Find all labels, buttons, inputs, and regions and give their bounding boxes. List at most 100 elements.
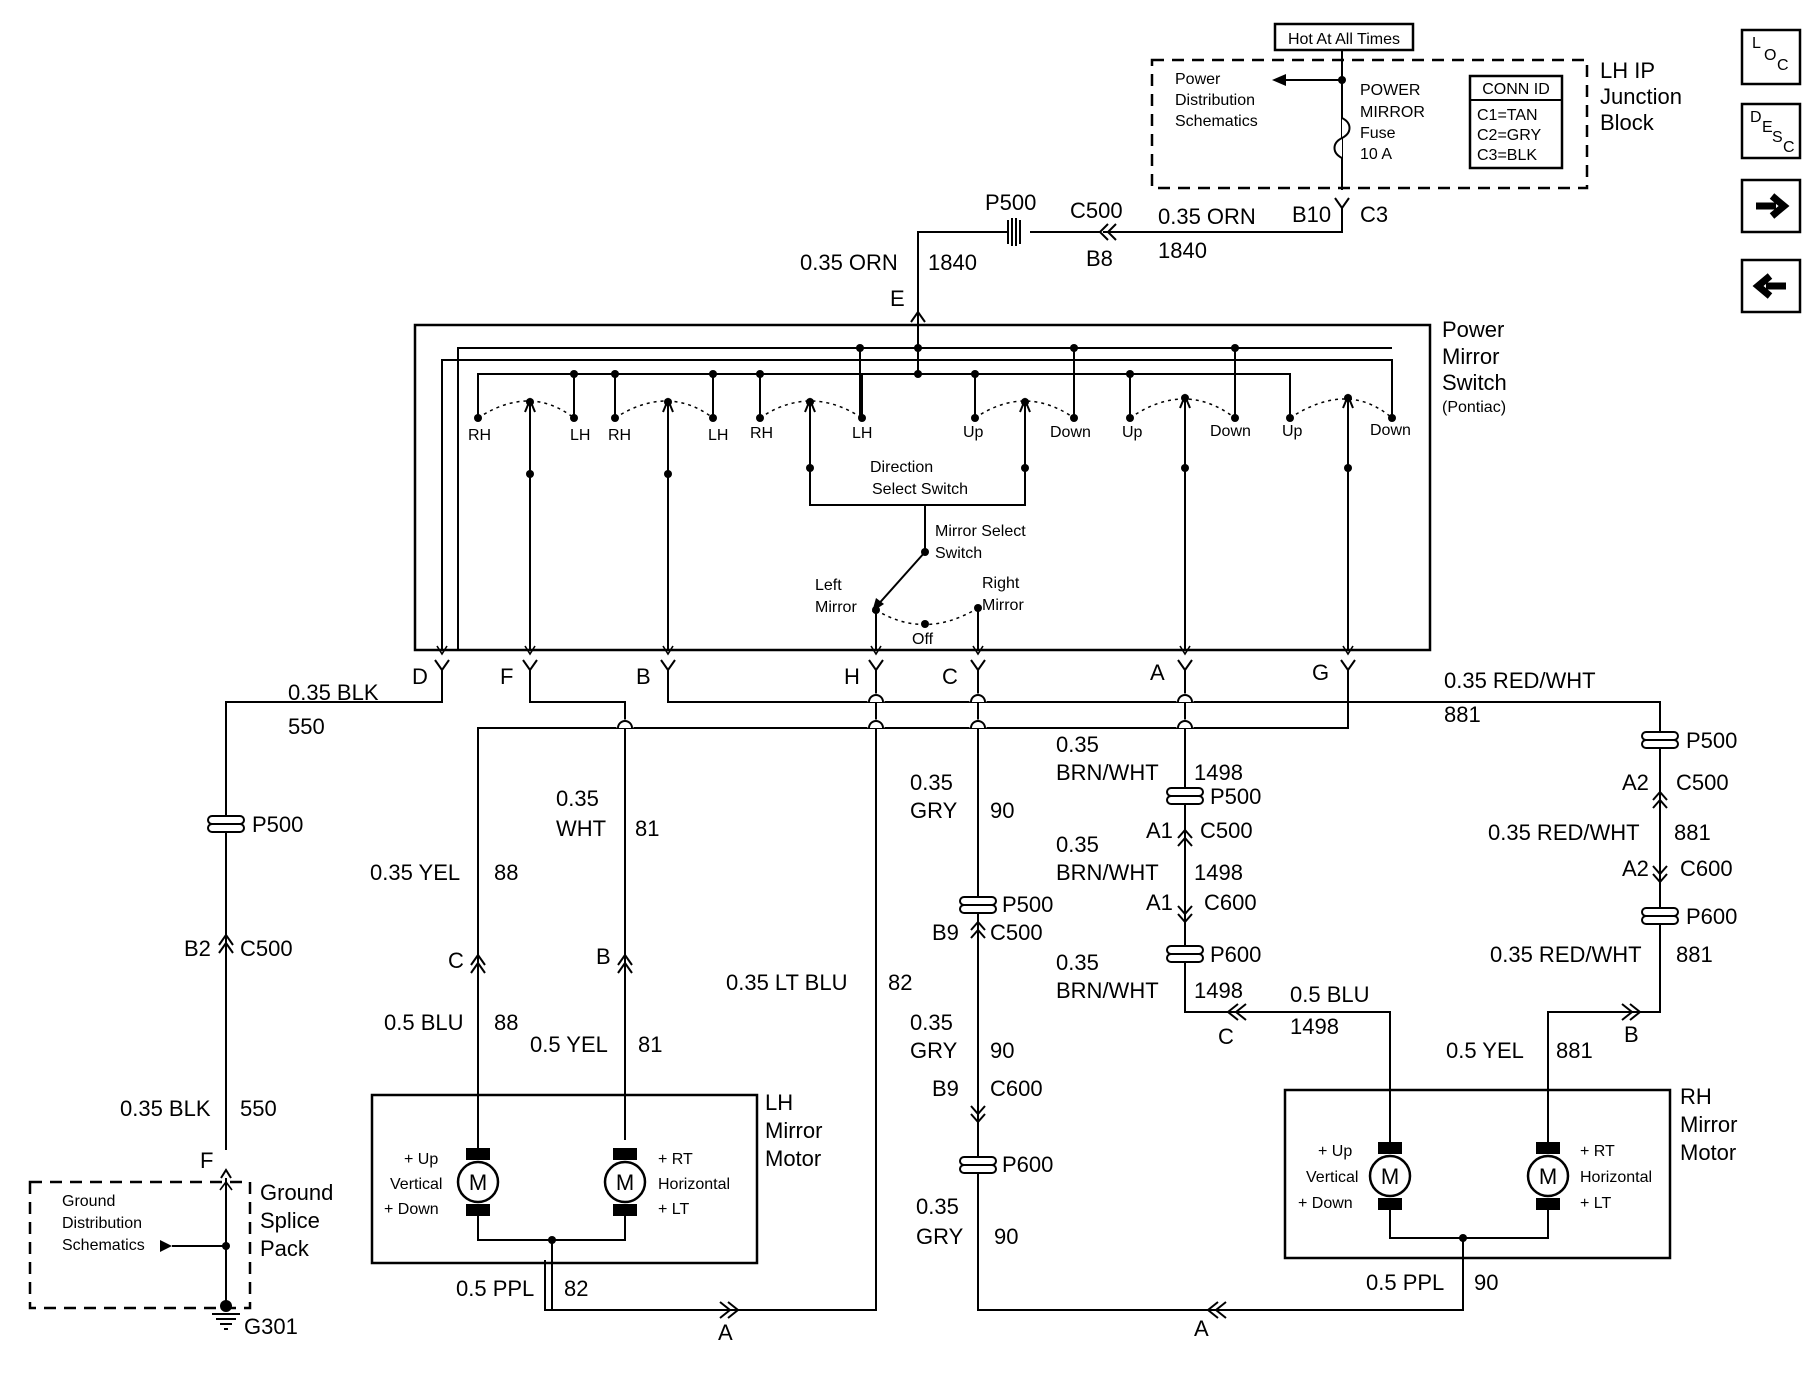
b9-top-label: B9 <box>932 920 959 945</box>
b9-bot-label: B9 <box>932 1076 959 1101</box>
conn-id-box <box>1468 74 1564 170</box>
pin-a-label: A <box>1150 660 1165 685</box>
a2-top-label: A2 <box>1622 770 1649 795</box>
direction-select-switch-label: Direction Select Switch <box>870 459 968 498</box>
a-lh-connector-icon <box>719 1301 740 1319</box>
svg-text:Mirror: Mirror <box>765 1118 822 1143</box>
forward-button[interactable] <box>1740 178 1802 234</box>
p600-brn-label: P600 <box>1210 942 1261 967</box>
ground-distribution-schematics-text: Ground Distribution Schematics <box>62 1193 145 1254</box>
svg-text:BRN/WHT: BRN/WHT <box>1056 760 1159 785</box>
svg-text:Schematics: Schematics <box>1175 113 1258 130</box>
pin-c-lh-label: C <box>448 948 464 973</box>
b8-label: B8 <box>1086 246 1113 271</box>
wire-brn-label-2: 0.35 BRN/WHT <box>1056 832 1159 885</box>
wire-881-label-c: 881 <box>1676 942 1713 967</box>
svg-text:Horizontal: Horizontal <box>1580 1169 1652 1186</box>
wire-81-label-a: 81 <box>635 816 659 841</box>
svg-text:Block: Block <box>1600 110 1655 135</box>
p500-red-label: P500 <box>1686 728 1737 753</box>
wire-blk-label-bot: 0.35 BLK <box>120 1096 211 1121</box>
pin-f-gsp-label: F <box>200 1148 213 1173</box>
svg-text:LH: LH <box>570 427 590 444</box>
svg-text:RH: RH <box>468 427 491 444</box>
fuse-icon <box>1333 117 1351 159</box>
svg-text:Mirror: Mirror <box>815 599 857 616</box>
back-button[interactable] <box>1740 258 1802 314</box>
c500-brn-label: C500 <box>1200 818 1253 843</box>
loc-button[interactable]: L O C <box>1740 28 1802 86</box>
pin-h-label: H <box>844 664 860 689</box>
svg-text:Down: Down <box>1210 423 1251 440</box>
svg-text:+ Down: + Down <box>384 1201 439 1218</box>
a-rh-connector-icon <box>1206 1301 1227 1319</box>
a1-top-label: A1 <box>1146 818 1173 843</box>
wire-ltblu-label: 0.35 LT BLU <box>726 970 847 995</box>
svg-text:MIRROR: MIRROR <box>1360 104 1425 121</box>
svg-text:C: C <box>1783 139 1795 156</box>
c500-gry-connector-icon <box>970 920 986 939</box>
c500-top-label: C500 <box>1070 198 1123 223</box>
ground-node-dot <box>220 1300 232 1312</box>
splice-dot <box>1338 76 1346 84</box>
motor-icon <box>1526 1154 1570 1198</box>
wire-blu-label-lh: 0.5 BLU <box>384 1010 464 1035</box>
svg-text:GRY: GRY <box>910 798 958 823</box>
motor-icon <box>603 1160 647 1204</box>
svg-text:Up: Up <box>1122 424 1143 441</box>
svg-text:Direction: Direction <box>870 459 933 476</box>
c3-connector-icon <box>1334 197 1350 210</box>
svg-text:Schematics: Schematics <box>62 1237 145 1254</box>
conn-id-title: CONN ID <box>1482 81 1550 98</box>
svg-text:+ Up: + Up <box>404 1151 438 1168</box>
lh-ip-junction-block-title: LH IP Junction Block <box>1600 58 1682 135</box>
pin-b-rh-label: B <box>1624 1022 1639 1047</box>
power-mirror-fuse-text: POWER MIRROR Fuse 10 A <box>1360 82 1425 163</box>
svg-text:Junction: Junction <box>1600 84 1682 109</box>
motor-icon <box>456 1160 500 1204</box>
svg-text:Mirror: Mirror <box>1680 1112 1737 1137</box>
pin-d-label: D <box>412 664 428 689</box>
svg-text:LH IP: LH IP <box>1600 58 1655 83</box>
p500-left-icon <box>207 815 245 833</box>
c600-brn-label: C600 <box>1204 890 1257 915</box>
c3-label: C3 <box>1360 202 1388 227</box>
wire-gry-label-1: 0.35 GRY <box>910 770 958 823</box>
wire-redwht-label-mid: 0.35 RED/WHT <box>1488 820 1640 845</box>
svg-text:0.35: 0.35 <box>556 786 599 811</box>
svg-text:M: M <box>1381 1164 1399 1189</box>
svg-text:GRY: GRY <box>910 1038 958 1063</box>
svg-text:+ Up: + Up <box>1318 1143 1352 1160</box>
rh-vertical-motor: M <box>1368 1120 1549 1239</box>
c600-red-connector-icon <box>1652 865 1668 884</box>
c500-left-connector-icon <box>218 933 234 954</box>
svg-text:Switch: Switch <box>935 545 982 562</box>
svg-text:L: L <box>1752 35 1761 52</box>
svg-text:O: O <box>1764 47 1776 64</box>
p500-left-label: P500 <box>252 812 303 837</box>
svg-text:GRY: GRY <box>916 1224 964 1249</box>
svg-text:RH: RH <box>750 425 773 442</box>
rh-horizontal-motor: M <box>1526 1130 1570 1210</box>
svg-text:Switch: Switch <box>1442 370 1507 395</box>
desc-button[interactable]: D E S C <box>1740 102 1802 160</box>
c-rh-connector-icon <box>1226 1003 1247 1021</box>
c500-left-label: C500 <box>240 936 293 961</box>
right-mirror-label: Right Mirror <box>982 575 1024 614</box>
lh-mirror-motor-title: LH Mirror Motor <box>765 1090 822 1171</box>
c500-gry-label: C500 <box>990 920 1043 945</box>
svg-text:D: D <box>1750 109 1762 126</box>
wire-yel-label-rh: 0.5 YEL <box>1446 1038 1524 1063</box>
a2-bot-label: A2 <box>1622 856 1649 881</box>
pin-g-label: G <box>1312 660 1329 685</box>
ground-splice-pack-title: Ground Splice Pack <box>260 1180 333 1261</box>
svg-text:0.35: 0.35 <box>910 770 953 795</box>
svg-text:M: M <box>616 1170 634 1195</box>
wire-88-label-a: 88 <box>494 860 518 885</box>
rh-mirror-motor-outline <box>1283 1088 1672 1260</box>
rh-vertical-text: + Up Vertical + Down <box>1298 1143 1358 1212</box>
svg-text:RH: RH <box>608 427 631 444</box>
rh-mirror-motor-title: RH Mirror Motor <box>1680 1084 1737 1165</box>
rh-motor-common-dot <box>1459 1234 1467 1242</box>
